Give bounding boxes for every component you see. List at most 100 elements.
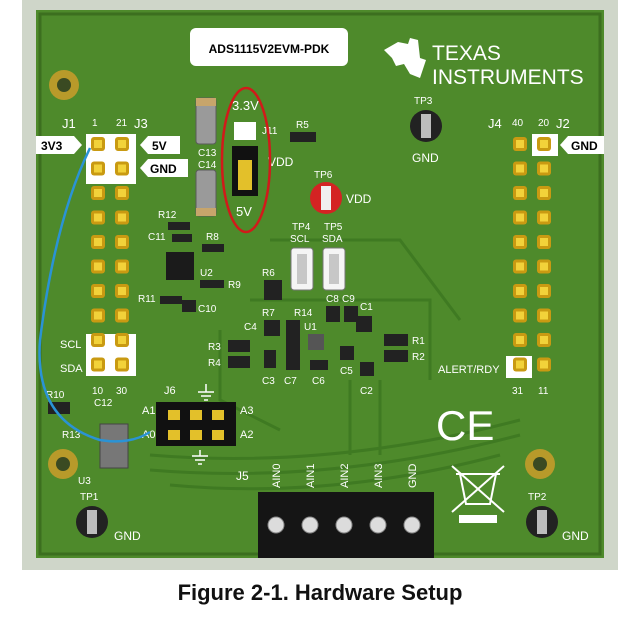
left-header-pin — [115, 308, 129, 323]
tp5-sda-label: SDA — [322, 234, 343, 245]
resistor-r5 — [290, 132, 316, 142]
c5-label: C5 — [340, 366, 353, 377]
j6-pin — [168, 410, 180, 420]
gnd-right-tag — [560, 136, 604, 154]
testpoint-tp4-slot — [297, 254, 307, 284]
tp3-label: TP3 — [414, 96, 433, 107]
j5-screw-terminal — [369, 516, 387, 534]
j5-pin-label: GND — [407, 464, 419, 489]
j5-screw-terminal — [301, 516, 319, 534]
tp3-gnd-label: GND — [412, 151, 439, 165]
j1-bottom-left-label: 10 — [92, 386, 104, 397]
c14-label: C14 — [198, 160, 217, 171]
testpoint-tp3-icon — [410, 110, 442, 142]
j4-pin-label: 40 — [512, 118, 524, 129]
j6-a2-label: A2 — [240, 429, 253, 441]
capacitor-c10 — [182, 300, 196, 312]
capacitor-c11 — [172, 234, 192, 242]
j5-pin-label: AIN0 — [271, 464, 283, 488]
c10-label: C10 — [198, 304, 217, 315]
capacitor-c14-cap — [196, 208, 216, 216]
resistor-r12 — [168, 222, 190, 230]
left-header-pin — [115, 357, 129, 372]
capacitor-c13-cap — [196, 98, 216, 106]
left-header-pin — [115, 259, 129, 274]
jumper-bottom-label: 5V — [236, 204, 252, 219]
j6-a0-label: A0 — [142, 429, 155, 441]
j4-bottom-right-label: 11 — [538, 386, 549, 397]
tp2-label: TP2 — [528, 492, 547, 503]
c1-label: C1 — [360, 302, 373, 313]
j4-bottom-left-label: 31 — [512, 386, 524, 397]
right-header-pin — [537, 357, 551, 372]
u2-label: U2 — [200, 268, 213, 279]
c4-label: C4 — [244, 322, 257, 333]
capacitor-c8 — [326, 306, 340, 322]
tp6-vdd-label: VDD — [346, 192, 372, 206]
jumper-vdd-label: VDD — [268, 155, 294, 169]
j6-pin — [168, 430, 180, 440]
j5-screw-terminal — [403, 516, 421, 534]
j5-screw-terminal — [335, 516, 353, 534]
j4-label: J4 — [488, 116, 502, 131]
r10-label: R10 — [46, 390, 65, 401]
right-header-pins — [513, 137, 551, 372]
capacitor-c3 — [264, 350, 276, 368]
mounting-hole-bl — [48, 449, 78, 479]
model-label-box — [190, 28, 348, 66]
tp5-label: TP5 — [324, 222, 343, 233]
jumper-top-label: 3.3V — [232, 98, 259, 113]
j6-a1-label: A1 — [142, 405, 155, 417]
left-header-pin — [91, 161, 105, 176]
ground-symbol-2-icon — [192, 450, 208, 465]
ti-logo-line1: TEXAS — [432, 42, 501, 65]
chip-u2 — [166, 252, 194, 280]
j5-pin-label: AIN2 — [339, 464, 351, 488]
j5-pin-label: AIN1 — [305, 464, 317, 488]
r3-label: R3 — [208, 342, 221, 353]
figure-caption: Figure 2-1. Hardware Setup — [177, 580, 463, 605]
j5-pins: AIN0 AIN1 AIN2 AIN3 GND — [267, 464, 421, 534]
r7-label: R7 — [262, 308, 275, 319]
j3-label: J3 — [134, 116, 148, 131]
c3-label: C3 — [262, 376, 275, 387]
r14-label: R14 — [294, 308, 313, 319]
c9-label: C9 — [342, 294, 355, 305]
right-header-pin — [513, 357, 527, 372]
resistor-r14 — [286, 320, 300, 370]
jumper-highlight-ring — [220, 86, 272, 234]
jumper-wire — [38, 147, 151, 443]
left-header-pin — [115, 137, 129, 151]
right-header-pin — [513, 259, 527, 274]
sda-label: SDA — [60, 363, 83, 375]
j1-bottom-right-label: 30 — [116, 386, 128, 397]
resistor-r8 — [202, 244, 224, 252]
left-header-pin — [115, 186, 129, 200]
capacitor-c5 — [340, 346, 354, 360]
right-header-pin — [513, 284, 527, 298]
c13-label: C13 — [198, 148, 217, 159]
right-header-pin — [537, 235, 551, 249]
testpoint-tp1-icon — [76, 506, 108, 538]
gnd-left-tag — [140, 159, 188, 177]
j5-pin-label: AIN3 — [373, 464, 385, 488]
pcb-body — [36, 10, 604, 558]
left-header-pin — [115, 235, 129, 249]
tp1-gnd-label: GND — [114, 529, 141, 543]
right-header-pin — [537, 308, 551, 323]
c12-label: C12 — [94, 398, 113, 409]
r9-label: R9 — [228, 280, 241, 291]
j6-label: J6 — [164, 385, 176, 397]
j6-pin — [212, 410, 224, 420]
left-header-pin — [91, 235, 105, 249]
j6-a3-label: A3 — [240, 405, 253, 417]
left-header-pin — [91, 333, 105, 347]
r13-label: R13 — [62, 430, 81, 441]
v5-label: 5V — [152, 139, 167, 153]
capacitor-c2 — [360, 362, 374, 376]
j1-label: J1 — [62, 116, 76, 131]
right-header-pin — [537, 137, 551, 151]
r6-label: R6 — [262, 268, 275, 279]
ti-logo-line2: INSTRUMENTS — [432, 66, 584, 89]
testpoint-tp6-icon — [310, 182, 342, 214]
